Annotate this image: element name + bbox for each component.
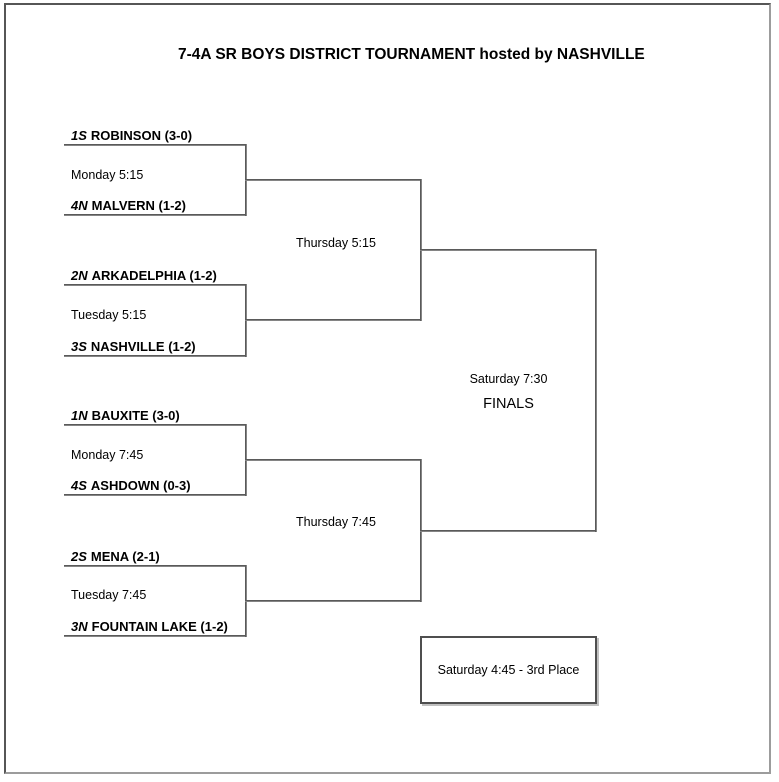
line-m2-bottom: [64, 355, 245, 357]
seed-label: 2S: [71, 549, 87, 564]
finals-label: FINALS: [483, 396, 534, 412]
line-final-bottom-feed: [420, 530, 597, 532]
team-name: FOUNTAIN LAKE (1-2): [91, 619, 228, 634]
team-name: MALVERN (1-2): [91, 198, 186, 213]
seed-label: 1N: [71, 408, 88, 423]
game-time-m2: Tuesday 5:15: [71, 308, 147, 322]
semifinal1-time: Thursday 5:15: [296, 236, 376, 250]
seed-label: 4S: [71, 478, 87, 493]
game-time-m1: Monday 5:15: [71, 168, 144, 182]
line-finals-vertical: [595, 249, 597, 532]
seed-label: 3S: [71, 339, 87, 354]
line-m1-feed: [245, 179, 421, 181]
third-place-label: Saturday 4:45 - 3rd Place: [437, 663, 580, 677]
semifinal2-time: Thursday 7:45: [296, 515, 376, 529]
line-m3-feed: [245, 459, 421, 461]
line-m4-feed: [245, 600, 421, 602]
team-name: NASHVILLE (1-2): [90, 339, 196, 354]
line-m4-bottom: [64, 635, 245, 637]
line-m3-top: [64, 424, 245, 426]
seed-label: 4N: [71, 198, 88, 213]
line-m1-bottom: [64, 214, 245, 216]
team-name: BAUXITE (3-0): [91, 408, 180, 423]
line-m3-bottom: [64, 494, 245, 496]
tournament-title: 7-4A SR BOYS DISTRICT TOURNAMENT hosted …: [178, 46, 645, 63]
line-final-top-feed: [420, 249, 597, 251]
line-m2-top: [64, 284, 245, 286]
seed-label: 3N: [71, 619, 88, 634]
finals-time: Saturday 7:30: [469, 372, 548, 386]
third-place-box: Saturday 4:45 - 3rd Place: [420, 636, 597, 704]
team-name: ASHDOWN (0-3): [90, 478, 191, 493]
line-m4-top: [64, 565, 245, 567]
page-border: [4, 3, 771, 774]
game-time-m3: Monday 7:45: [71, 448, 144, 462]
game-time-m4: Tuesday 7:45: [71, 588, 147, 602]
line-m1-top: [64, 144, 245, 146]
team-name: ROBINSON (3-0): [90, 128, 193, 143]
team-name: MENA (2-1): [90, 549, 160, 564]
team-name: ARKADELPHIA (1-2): [91, 268, 217, 283]
seed-label: 1S: [71, 128, 87, 143]
line-m2-feed: [245, 319, 421, 321]
seed-label: 2N: [71, 268, 88, 283]
